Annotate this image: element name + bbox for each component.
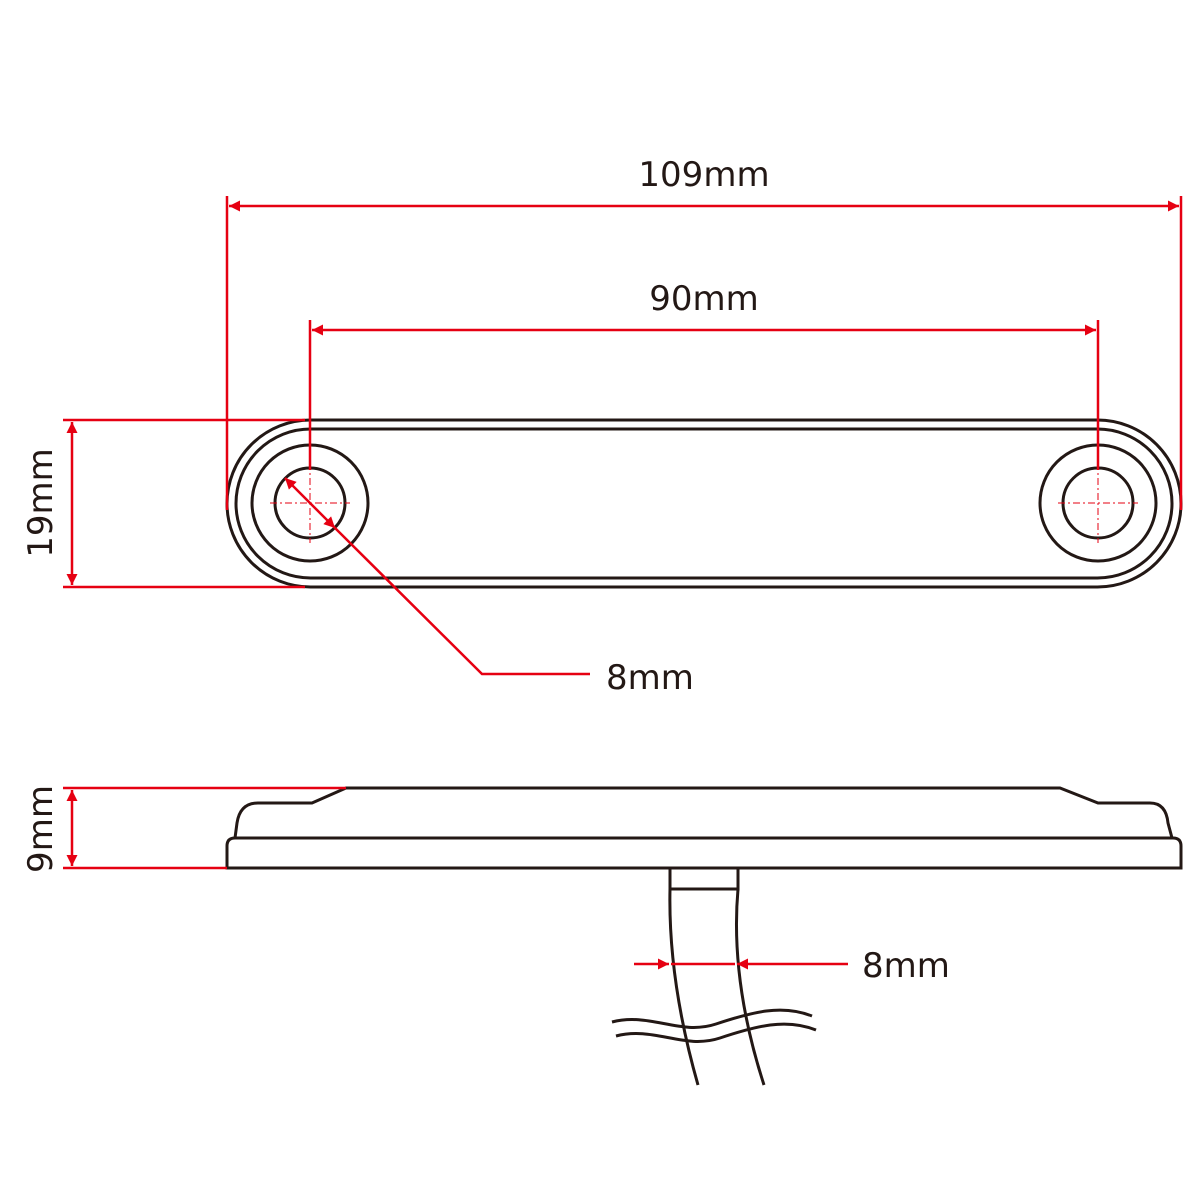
hole-diameter-dimension: 8mm <box>284 477 694 698</box>
width-label: 19mm <box>21 448 61 558</box>
overall-length-label: 109mm <box>638 155 769 195</box>
height-dimension: 9mm <box>21 785 346 873</box>
cable-break-line-lower <box>615 1022 817 1043</box>
top-view-inner-outline <box>234 427 1174 580</box>
cable-right-edge <box>734 888 766 1086</box>
top-view: 109mm 90mm 19mm 8mm <box>21 155 1183 698</box>
side-view-top-outline <box>233 786 1174 839</box>
overall-length-dimension: 109mm <box>225 155 1183 510</box>
hole-spacing-label: 90mm <box>649 279 759 319</box>
hole-spacing-dimension: 90mm <box>308 279 1100 470</box>
hole-diameter-label: 8mm <box>606 658 694 698</box>
cable-diameter-label: 8mm <box>862 946 950 986</box>
cable-gland <box>668 868 740 891</box>
height-label: 9mm <box>21 785 61 873</box>
cable-left-edge <box>668 888 700 1086</box>
cable-break-line-upper <box>611 1008 813 1029</box>
side-view-base-outline <box>225 836 1183 870</box>
width-dimension: 19mm <box>21 418 305 589</box>
cable-diameter-dimension: 8mm <box>634 946 950 986</box>
side-view: 9mm 8mm <box>21 785 1183 1086</box>
